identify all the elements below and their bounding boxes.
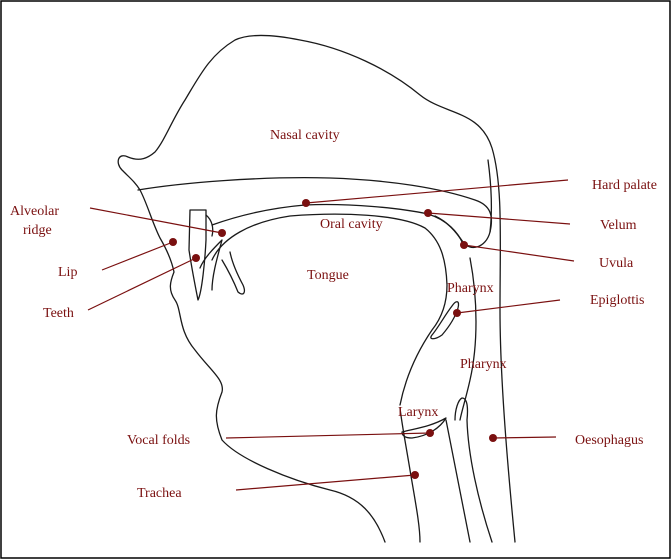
label-pharynx-lower: Pharynx <box>460 357 507 372</box>
leader-velum <box>428 213 570 224</box>
label-oral-cavity: Oral cavity <box>320 217 383 232</box>
label-teeth: Teeth <box>43 306 74 321</box>
dot-epiglottis <box>453 309 461 317</box>
dot-oesophagus <box>489 434 497 442</box>
dot-velum <box>424 209 432 217</box>
nasal-back-wall-outline <box>488 160 491 232</box>
nasal-floor-outline <box>138 178 491 248</box>
label-alveolar-ridge-line1: Alveolar <box>10 204 59 219</box>
label-hard-palate: Hard palate <box>592 178 657 193</box>
leader-lip <box>102 242 173 270</box>
label-lip: Lip <box>58 265 77 280</box>
dot-trachea <box>411 471 419 479</box>
label-oesophagus: Oesophagus <box>575 433 643 448</box>
dot-alveolar-ridge <box>218 229 226 237</box>
label-trachea: Trachea <box>137 486 182 501</box>
label-epiglottis: Epiglottis <box>590 293 644 308</box>
dot-uvula <box>460 241 468 249</box>
label-pharynx-upper: Pharynx <box>447 281 494 296</box>
dot-vocal-folds <box>426 429 434 437</box>
dot-teeth <box>192 254 200 262</box>
label-velum: Velum <box>600 218 637 233</box>
label-uvula: Uvula <box>599 256 634 271</box>
leader-vocal-folds <box>226 433 430 438</box>
label-alveolar-ridge-line2: ridge <box>23 223 52 238</box>
leader-trachea <box>236 475 415 490</box>
dot-lip <box>169 238 177 246</box>
leader-epiglottis <box>457 300 560 313</box>
label-tongue: Tongue <box>307 268 349 283</box>
lower-teeth-outline <box>222 252 244 294</box>
leader-hard-palate <box>306 180 568 203</box>
upper-teeth-outline <box>200 240 222 290</box>
vocal-folds-outline <box>402 418 446 438</box>
label-nasal-cavity: Nasal cavity <box>270 128 340 143</box>
tongue-outline <box>212 214 447 405</box>
leader-oesophagus <box>493 437 556 438</box>
leader-teeth <box>88 258 196 310</box>
dot-hard-palate <box>302 199 310 207</box>
epiglottis-outline <box>431 302 459 339</box>
label-vocal-folds: Vocal folds <box>127 433 190 448</box>
leader-uvula <box>464 245 574 261</box>
label-larynx: Larynx <box>398 405 438 420</box>
larynx-back-outline <box>446 420 470 542</box>
